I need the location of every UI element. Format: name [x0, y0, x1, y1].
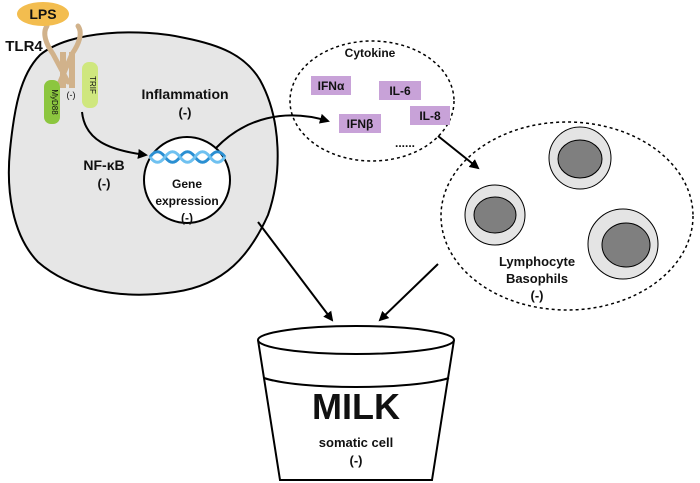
cytokine-ifna-box	[311, 76, 351, 95]
dna-helix-icon	[148, 150, 227, 164]
nfkb-sign: (-)	[98, 176, 111, 191]
tlr4-label: TLR4	[5, 38, 43, 55]
cytokine-title: Cytokine	[345, 46, 396, 60]
cytokine-ellipsis: ......	[395, 136, 415, 150]
cytokine-il8: IL-8	[419, 109, 441, 123]
arrow-cell-to-milk	[257, 221, 334, 322]
immune-line1: Lymphocyte	[499, 254, 575, 269]
lps-label: LPS	[29, 6, 56, 22]
lymphocyte-cell-top	[548, 126, 612, 190]
lymphocyte-cell-left	[464, 184, 526, 246]
adaptor-sign: (-)	[67, 90, 76, 100]
myd88-label: MyD88	[50, 89, 59, 115]
tlr4-stem-right	[69, 52, 75, 88]
tlr4-stem-left	[60, 52, 66, 88]
cytokine-il6-box	[379, 81, 421, 100]
trif-label: TRIF	[88, 76, 97, 94]
inflammation-label: Inflammation	[141, 86, 228, 102]
milk-sign: (-)	[350, 453, 363, 468]
arrow-adaptor-to-nucleus	[81, 111, 148, 159]
cytokine-ellipse	[289, 40, 455, 162]
immune-ellipse	[440, 121, 694, 311]
nfkb-label: NF-κB	[83, 157, 124, 173]
trif-adaptor	[82, 62, 98, 108]
cytokine-ifna: IFNα	[318, 79, 345, 93]
cytokine-il8-box	[410, 106, 450, 125]
cytokine-il6: IL-6	[389, 84, 411, 98]
immune-sign: (-)	[531, 288, 544, 303]
milk-cup	[257, 325, 455, 481]
arrow-nucleus-to-cytokine	[215, 113, 330, 149]
milk-line1: somatic cell	[319, 435, 393, 450]
milk-title: MILK	[312, 386, 400, 427]
lps-badge	[17, 2, 69, 26]
cell-body	[7, 31, 279, 296]
immune-line2: Basophils	[506, 271, 568, 286]
gene-sign: (-)	[181, 211, 193, 225]
arrow-cytokine-to-immune	[437, 135, 480, 170]
arrow-immune-to-milk	[378, 263, 439, 322]
cytokine-ifnb-box	[339, 114, 381, 133]
myd88-adaptor	[44, 80, 60, 124]
tlr4-receptor-left-arm	[42, 23, 71, 85]
inflammation-sign: (-)	[179, 105, 192, 120]
lymphocyte-cell-right	[587, 208, 659, 280]
cytokine-ifnb: IFNβ	[347, 117, 374, 131]
gene-line1: Gene	[172, 177, 202, 191]
gene-line2: expression	[155, 194, 218, 208]
